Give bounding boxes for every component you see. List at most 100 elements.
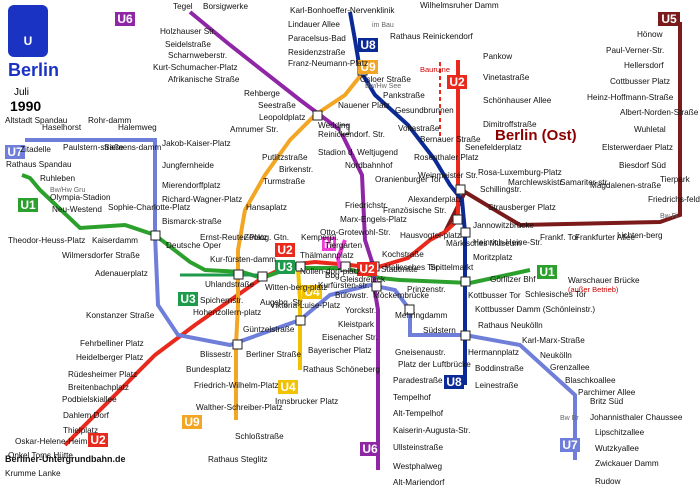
station-thaelmann[interactable]: Thälmannplatz bbox=[300, 251, 354, 260]
badge-u7-bottom[interactable]: U7 bbox=[560, 438, 580, 452]
station-oskar-helene[interactable]: Oskar-Helene-Heim bbox=[15, 437, 88, 446]
station-hohenzollern[interactable]: Hohenzollern-platz bbox=[193, 308, 261, 317]
station-schlesisches[interactable]: Schlesisches Tor bbox=[525, 290, 587, 299]
station-alt-tempelhof[interactable]: Alt-Tempelhof bbox=[393, 409, 444, 418]
station-putlitz[interactable]: Putlitzstraße bbox=[262, 153, 308, 162]
badge-u3[interactable]: U3 bbox=[178, 292, 198, 306]
station-elsterwerdaer[interactable]: Elsterwerdaer Platz bbox=[602, 143, 673, 152]
station-kurfuerstenstr[interactable]: Kurfürsten-str. bbox=[318, 281, 369, 290]
station-suedstern[interactable]: Südstern bbox=[423, 326, 456, 335]
station-wilmersdorfer[interactable]: Wilmersdorfer Straße bbox=[62, 251, 140, 260]
station-bundesplatz[interactable]: Bundesplatz bbox=[186, 365, 231, 374]
station-rathaus-neukoelln[interactable]: Rathaus Neukölln bbox=[478, 321, 543, 330]
station-oranienburger[interactable]: Oranienburger Tor bbox=[375, 175, 442, 184]
station-rehberge[interactable]: Rehberge bbox=[244, 89, 280, 98]
station-nordbahnhof[interactable]: Nordbahnhof bbox=[345, 161, 393, 170]
station-onkel-toms[interactable]: Onkel Toms Hütte bbox=[8, 451, 73, 460]
station-rathaus-reinickendorf[interactable]: Rathaus Reinickendorf bbox=[390, 32, 474, 41]
station-richard-wagner[interactable]: Richard-Wagner-Platz bbox=[162, 195, 242, 204]
station-marx-engels[interactable]: Marx-Engels-Platz bbox=[340, 215, 407, 224]
station-albert-norden[interactable]: Albert-Norden-Straße bbox=[620, 108, 699, 117]
station-frankfurter-allee[interactable]: Frankfurter Allee bbox=[575, 233, 636, 242]
station-neukoelln[interactable]: Neukölln bbox=[540, 351, 572, 360]
station-krumme-lanke[interactable]: Krumme Lanke bbox=[5, 469, 61, 478]
station-hansa[interactable]: Hansaplatz bbox=[246, 203, 287, 212]
badge-m[interactable]: M bbox=[322, 237, 336, 251]
station-dimitroff[interactable]: Dimitroffstraße bbox=[483, 120, 537, 129]
station-rosa-luxemburg[interactable]: Rosa-Luxemburg-Platz bbox=[478, 168, 562, 177]
station-bernburger[interactable]: Bbg. bbox=[325, 271, 342, 280]
station-parchimer[interactable]: Parchimer Allee bbox=[578, 388, 636, 397]
station-pankstr[interactable]: Pankstraße bbox=[383, 91, 425, 100]
station-zoologischer[interactable]: Zoolog. Gtn. bbox=[244, 233, 289, 242]
station-uhland[interactable]: Uhlandstraße bbox=[205, 280, 255, 289]
station-lindauer[interactable]: Lindauer Allee bbox=[288, 20, 340, 29]
station-ruhleben[interactable]: Ruhleben bbox=[40, 174, 75, 183]
station-yorckstr[interactable]: Yorckstr. bbox=[345, 306, 376, 315]
station-frankfurter-tor[interactable]: Frankf. Tor bbox=[540, 233, 579, 242]
station-zwickauer[interactable]: Zwickauer Damm bbox=[595, 459, 659, 468]
badge-u4-mid[interactable]: U4 bbox=[302, 285, 322, 299]
station-jannowitz[interactable]: Jannowitzbrücke bbox=[473, 221, 534, 230]
badge-u6-bottom[interactable]: U6 bbox=[360, 442, 380, 456]
station-schillingstr[interactable]: Schillingstr. bbox=[480, 185, 521, 194]
station-hallesches[interactable]: Hallesches Tor bbox=[385, 263, 439, 272]
station-leopold[interactable]: Leopoldplatz bbox=[259, 113, 305, 122]
station-senefelder[interactable]: Senefelderplatz bbox=[465, 143, 522, 152]
station-buelowstr[interactable]: Bülowstr. bbox=[335, 291, 368, 300]
station-friedrichstr[interactable]: Friedrichstr. bbox=[345, 201, 388, 210]
station-karl-marx[interactable]: Karl-Marx-Straße bbox=[522, 336, 585, 345]
station-sophie-charlotte[interactable]: Sophie-Charlotte-Platz bbox=[108, 203, 190, 212]
badge-u1-left[interactable]: U1 bbox=[18, 198, 38, 212]
station-vineta[interactable]: Vinetastraße bbox=[483, 73, 530, 82]
station-nollendorf[interactable]: Nollen-dorf-platz bbox=[300, 267, 360, 276]
badge-u5[interactable]: U5 bbox=[658, 12, 680, 26]
station-ernst-reuter[interactable]: Ernst-Reuter-Platz bbox=[200, 233, 267, 242]
station-viktoria-luise[interactable]: Viktoria-Luise-Platz bbox=[270, 301, 340, 310]
station-rathaus-schoeneberg[interactable]: Rathaus Schöneberg bbox=[303, 365, 380, 374]
line-u6[interactable] bbox=[188, 10, 380, 470]
station-wedding[interactable]: Wedding bbox=[318, 121, 351, 130]
station-hausvogtei[interactable]: Hausvogtei-platz bbox=[400, 231, 461, 240]
station-franzoesische[interactable]: Französische Str. bbox=[383, 206, 446, 215]
station-altstadt-spandau[interactable]: Altstadt Spandau bbox=[5, 116, 68, 125]
badge-u3-mid[interactable]: U3 bbox=[275, 260, 295, 274]
station-bernauer[interactable]: Bernauer Straße bbox=[420, 135, 481, 144]
station-zitadelle[interactable]: Zitadelle bbox=[20, 145, 51, 154]
line-m[interactable] bbox=[335, 239, 347, 269]
station-eisenacher[interactable]: Eisenacher Str. bbox=[322, 333, 378, 342]
station-warschauer[interactable]: Warschauer Brücke bbox=[568, 276, 640, 285]
station-lichtenberg[interactable]: Lichten-berg bbox=[617, 231, 663, 240]
station-moeckernbruecke[interactable]: Möckernbrücke bbox=[373, 291, 429, 300]
station-scharnweber[interactable]: Scharnweberstr. bbox=[168, 51, 227, 60]
station-guentzel[interactable]: Güntzelstraße bbox=[243, 325, 295, 334]
station-kurfuerstendamm[interactable]: Kur-fürsten-damm bbox=[210, 255, 276, 264]
station-thielplatz[interactable]: Thielplatz bbox=[63, 426, 98, 435]
station-kurt-schumacher[interactable]: Kurt-Schumacher-Platz bbox=[153, 63, 238, 72]
station-schoenhauser[interactable]: Schönhauser Allee bbox=[483, 96, 552, 105]
station-magdalenen[interactable]: Magdalenen-straße bbox=[590, 181, 661, 190]
station-mierendorff[interactable]: Mierendorffplatz bbox=[162, 181, 221, 190]
station-gesundbrunnen[interactable]: Gesundbrunnen bbox=[395, 106, 454, 115]
station-siemensdamm[interactable]: Siemens-damm bbox=[104, 143, 162, 152]
station-rosenthaler[interactable]: Rosenthaler Platz bbox=[414, 153, 479, 162]
station-reinickendorf[interactable]: Reinickendorf. Str. bbox=[318, 130, 385, 139]
station-westphal[interactable]: Westphalweg bbox=[393, 462, 442, 471]
station-theodor-heuss[interactable]: Theodor-Heuss-Platz bbox=[8, 236, 85, 245]
station-leine[interactable]: Leinestraße bbox=[475, 381, 519, 390]
station-platz-luftbruecke[interactable]: Platz der Luftbrücke bbox=[398, 360, 471, 369]
line-u7[interactable] bbox=[25, 138, 577, 460]
badge-u2-mid[interactable]: U2 bbox=[275, 243, 295, 257]
station-kottbusser[interactable]: Kottbusser Tor bbox=[468, 291, 521, 300]
station-cottbusser[interactable]: Cottbusser Platz bbox=[610, 77, 670, 86]
station-wutzky[interactable]: Wutzkyallee bbox=[595, 444, 639, 453]
station-bismarck[interactable]: Bismarck-straße bbox=[162, 217, 222, 226]
badge-u4-bottom[interactable]: U4 bbox=[278, 380, 298, 394]
station-osloer[interactable]: Osloer Straße bbox=[360, 75, 411, 84]
station-residenz[interactable]: Residenzstraße bbox=[288, 48, 346, 57]
badge-u8-top[interactable]: U8 bbox=[358, 38, 378, 52]
station-wittenbergplatz[interactable]: Witten-berg-platz bbox=[265, 283, 327, 292]
station-adenauer[interactable]: Adenauerplatz bbox=[95, 269, 148, 278]
station-johannisthaler[interactable]: Johannisthaler Chaussee bbox=[590, 413, 683, 422]
station-paradestr[interactable]: Paradestraße bbox=[393, 376, 443, 385]
